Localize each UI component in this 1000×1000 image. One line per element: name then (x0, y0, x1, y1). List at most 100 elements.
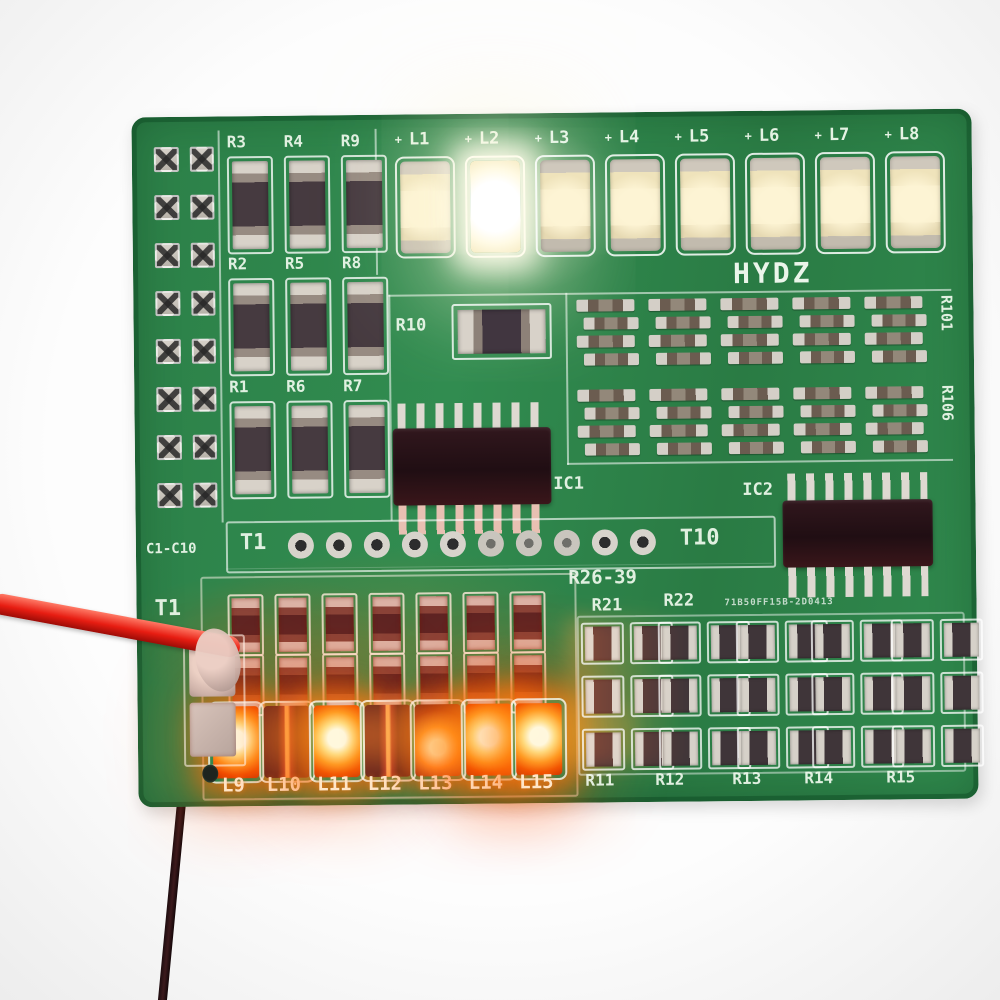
led-package (534, 154, 596, 258)
network-resistor-element (864, 296, 923, 309)
resistor-label-r22: R22 (663, 590, 695, 611)
resistor-label-r2: R2 (227, 254, 248, 274)
capacitor-pads (154, 194, 215, 222)
led-package (814, 151, 876, 255)
resistor-body (815, 729, 852, 765)
smd-resistor-r6 (286, 400, 334, 499)
ic2-label: IC2 (742, 479, 774, 501)
resistor-cell (736, 673, 780, 717)
led-designator: L15 (519, 771, 554, 794)
led-l5: +L5 (674, 123, 736, 256)
led-die (889, 155, 941, 249)
resistor-network (576, 297, 640, 368)
resistor-cell (581, 728, 626, 771)
resistor-body (661, 625, 698, 660)
network-resistor-element (583, 317, 639, 330)
solder-pad (154, 242, 180, 269)
capacitor-pads (155, 290, 216, 318)
network-resistor-element (871, 350, 928, 363)
resistor-label-r8: R8 (341, 253, 362, 273)
resistor-label-r12: R12 (655, 769, 685, 789)
resistor-network (793, 385, 856, 456)
smd-resistor-r2 (228, 277, 276, 377)
resistor-cell (810, 619, 855, 663)
plus-polarity-mark: + (394, 132, 402, 147)
t1-pad-label: T1 (154, 595, 182, 622)
resistor-cell (891, 672, 935, 715)
pcb-silkscreen-line (565, 292, 570, 465)
network-resistor-element (728, 441, 784, 455)
test-point-hole (515, 530, 543, 557)
resistor-cell (658, 674, 702, 717)
solder-pad (192, 482, 218, 508)
led-die (609, 158, 661, 252)
resistor-cell (811, 725, 856, 769)
network-resistor-element (655, 316, 711, 329)
resistor-label-r15: R15 (886, 767, 916, 787)
resistor-network (792, 295, 856, 366)
resistor-label-r5: R5 (284, 253, 305, 273)
network-resistor-element (583, 353, 640, 366)
led-package (674, 153, 736, 256)
network-resistor-element (576, 299, 635, 312)
led-l12 (359, 699, 416, 783)
solder-pad (190, 290, 216, 316)
resistor-cell (581, 675, 625, 718)
resistor-label-r21: R21 (591, 595, 623, 616)
led-label: +L4 (605, 124, 663, 151)
resistor-label-r7: R7 (343, 376, 363, 396)
network-resistor-element (584, 443, 640, 456)
test-point-hole (325, 532, 353, 559)
led-die (819, 156, 871, 250)
ic2-pins-bottom (788, 566, 929, 598)
t-row-right-label: T10 (679, 525, 720, 551)
network-resistor-element (872, 404, 928, 417)
resistor-cell (657, 621, 702, 664)
network-resistor-element (792, 332, 851, 346)
resistor-network (649, 386, 712, 457)
resistor-cell (658, 727, 703, 770)
plus-polarity-mark: + (744, 128, 752, 143)
resistor-label-r9: R9 (340, 131, 361, 151)
led-designator: L7 (828, 124, 850, 146)
led-die (679, 158, 731, 251)
led-l14 (460, 698, 517, 782)
resistor-body (347, 281, 385, 371)
smd-resistor-small (509, 591, 547, 654)
resistor-cell (939, 618, 984, 661)
network-label-r101: R101 (937, 294, 956, 332)
network-resistor-element (865, 386, 924, 399)
resistor-body (943, 622, 980, 657)
led-die (515, 702, 563, 776)
led-designator: L13 (418, 772, 453, 795)
resistor-body (944, 675, 980, 710)
resistor-network (720, 296, 784, 367)
resistor-body (895, 676, 931, 711)
solder-pad (189, 146, 214, 172)
smd-resistor-small (321, 593, 359, 656)
resistor-label-r11: R11 (585, 770, 615, 790)
test-point-hole (629, 528, 657, 556)
led-l13 (409, 698, 467, 782)
led-l8: +L8 (884, 121, 946, 254)
capacitor-pads (157, 482, 218, 510)
paired-smd-resistors (890, 618, 984, 662)
led-designator: L11 (317, 773, 352, 796)
plus-polarity-mark: + (674, 129, 682, 144)
resistor-body (662, 731, 699, 766)
resistor-label-r4: R4 (283, 131, 304, 151)
paired-smd-resistors (811, 725, 905, 769)
led-die (414, 704, 462, 777)
network-resistor-element (793, 386, 852, 400)
network-resistor-element (720, 333, 779, 347)
solder-pad (155, 290, 180, 317)
smd-resistor-r10 (451, 303, 552, 361)
ic2-pins-top (787, 472, 928, 501)
led-label: +L2 (465, 125, 523, 152)
led-label: +L7 (814, 122, 872, 149)
resistor-cell (735, 620, 780, 664)
network-resistor-element (727, 351, 784, 365)
smd-resistor-r7 (343, 399, 391, 499)
resistor-body (466, 595, 496, 650)
